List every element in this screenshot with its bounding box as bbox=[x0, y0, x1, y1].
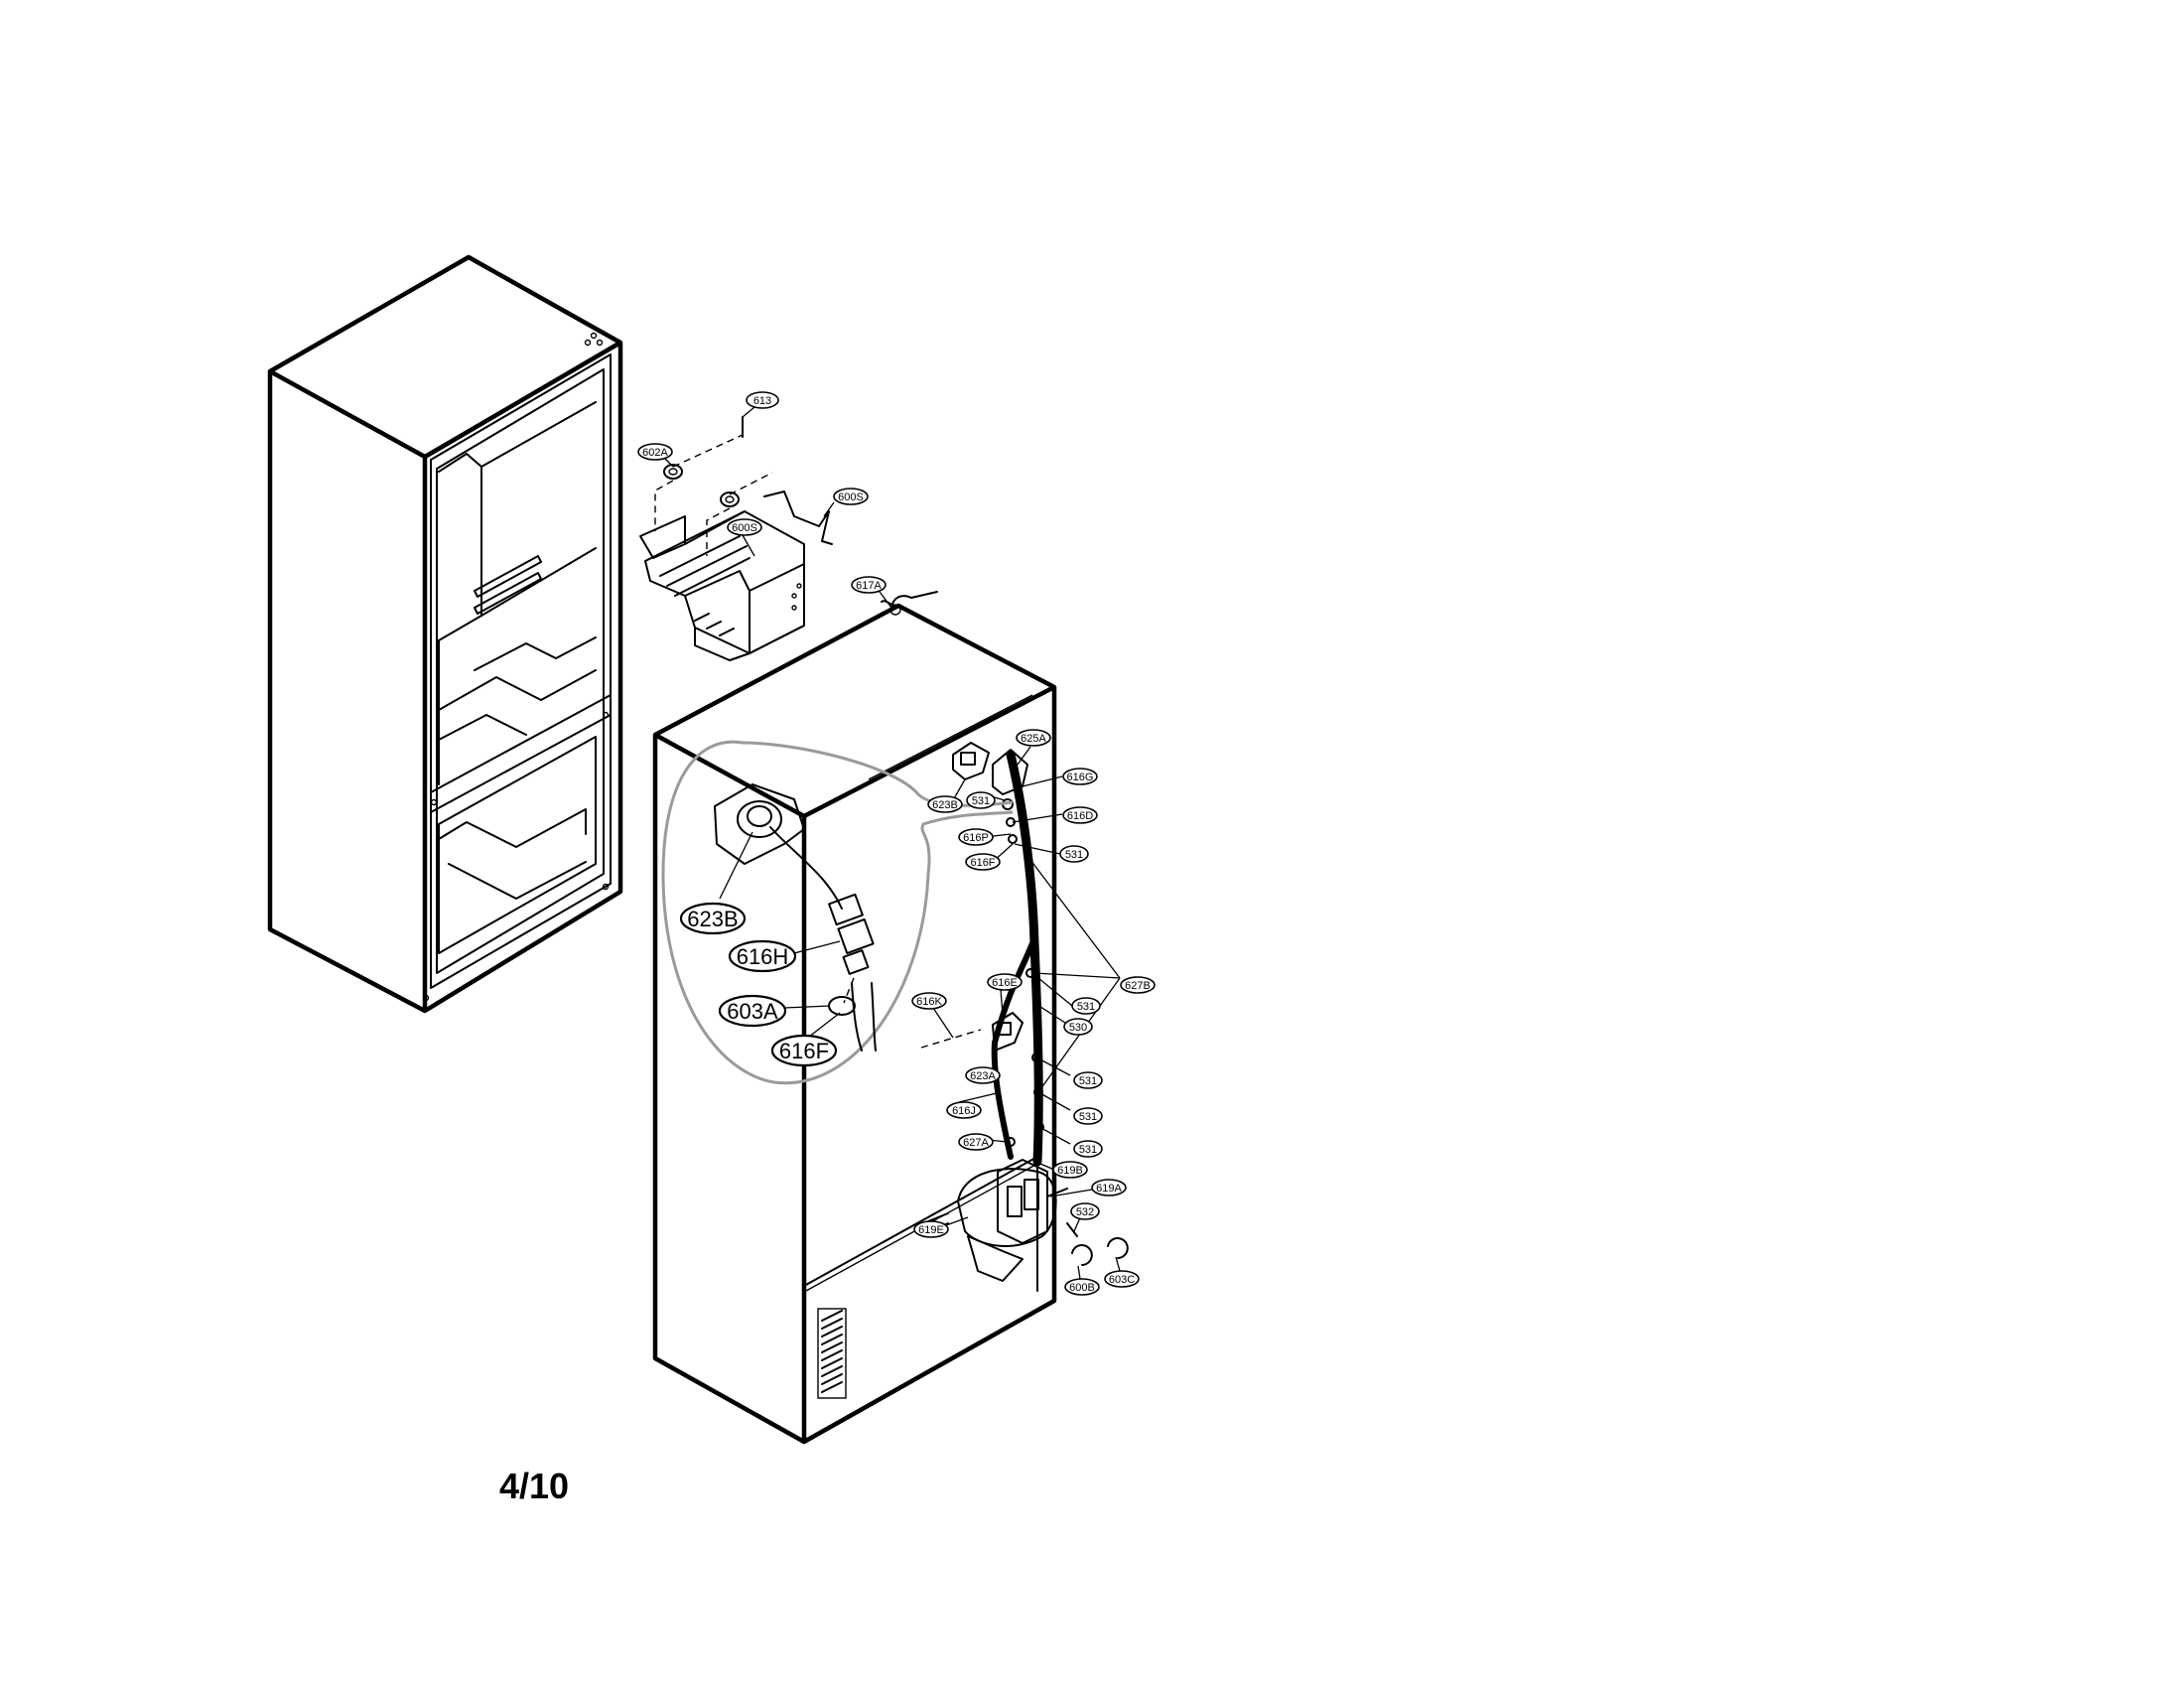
label-619b: 619B bbox=[1052, 1161, 1088, 1179]
label-603c: 603C bbox=[1104, 1270, 1140, 1288]
detail-callout bbox=[661, 740, 1014, 1085]
svg-text:616E: 616E bbox=[992, 977, 1018, 989]
svg-text:616H: 616H bbox=[737, 944, 789, 969]
label-600b: 600B bbox=[1064, 1278, 1100, 1296]
label-600s-b: 600S bbox=[727, 518, 762, 536]
label-531-e: 531 bbox=[1073, 1107, 1103, 1125]
label-625a: 625A bbox=[1016, 729, 1051, 747]
label-616g: 616G bbox=[1062, 768, 1098, 785]
page-number: 4/10 bbox=[499, 1466, 570, 1506]
svg-text:532: 532 bbox=[1076, 1206, 1094, 1218]
label-532: 532 bbox=[1070, 1202, 1100, 1220]
svg-text:531: 531 bbox=[1079, 1144, 1097, 1156]
label-616d: 616D bbox=[1062, 806, 1098, 824]
label-616f-small: 616F bbox=[965, 853, 1001, 871]
callout-label-616f: 616F bbox=[770, 1034, 838, 1067]
label-531-c: 531 bbox=[1071, 997, 1101, 1015]
svg-text:625A: 625A bbox=[1021, 733, 1046, 745]
svg-text:600S: 600S bbox=[732, 522, 757, 534]
svg-text:613: 613 bbox=[753, 395, 771, 407]
svg-text:623B: 623B bbox=[687, 907, 738, 931]
label-623a: 623A bbox=[965, 1066, 1001, 1084]
label-616j: 616J bbox=[946, 1101, 982, 1119]
vent-grille bbox=[817, 1308, 847, 1399]
svg-text:616D: 616D bbox=[1067, 810, 1093, 822]
svg-text:623B: 623B bbox=[932, 799, 958, 811]
svg-text:619E: 619E bbox=[918, 1224, 944, 1236]
svg-text:616F: 616F bbox=[970, 857, 995, 869]
label-531-d: 531 bbox=[1073, 1071, 1103, 1089]
label-600s: 600S bbox=[833, 488, 869, 505]
part-labels: 613 602A 600S 600S 617A 625A 616G 623B 5… bbox=[637, 391, 1156, 1296]
svg-text:600S: 600S bbox=[838, 492, 864, 503]
label-613: 613 bbox=[746, 391, 779, 409]
svg-text:603A: 603A bbox=[727, 999, 778, 1024]
label-616p: 616P bbox=[958, 828, 994, 846]
svg-text:531: 531 bbox=[1077, 1001, 1095, 1013]
svg-text:619B: 619B bbox=[1057, 1165, 1083, 1177]
callout-label-603a: 603A bbox=[718, 994, 787, 1028]
label-627b: 627B bbox=[1120, 976, 1156, 994]
callout-labels: 623B 616H 603A 616F bbox=[679, 902, 838, 1067]
label-602a: 602A bbox=[637, 443, 673, 461]
svg-text:600B: 600B bbox=[1069, 1282, 1095, 1294]
label-617a: 617A bbox=[851, 576, 887, 594]
label-531-f: 531 bbox=[1073, 1140, 1103, 1158]
svg-text:616K: 616K bbox=[916, 996, 942, 1008]
svg-text:616G: 616G bbox=[1067, 772, 1094, 783]
svg-text:627B: 627B bbox=[1125, 980, 1151, 992]
label-619e: 619E bbox=[913, 1220, 949, 1238]
label-530: 530 bbox=[1063, 1018, 1093, 1036]
svg-text:616P: 616P bbox=[963, 832, 989, 844]
label-623b-small: 623B bbox=[927, 795, 963, 813]
label-531-a: 531 bbox=[966, 791, 996, 809]
callout-label-616h: 616H bbox=[728, 939, 797, 973]
svg-text:616J: 616J bbox=[952, 1105, 976, 1117]
svg-text:530: 530 bbox=[1069, 1022, 1087, 1034]
label-619a: 619A bbox=[1091, 1179, 1127, 1196]
label-616k: 616K bbox=[911, 992, 947, 1010]
svg-text:531: 531 bbox=[972, 795, 990, 807]
refrigerator-cabinet-front bbox=[267, 254, 623, 1014]
refrigerator-cabinet-rear bbox=[652, 591, 1129, 1445]
svg-text:531: 531 bbox=[1065, 849, 1083, 861]
label-627a: 627A bbox=[958, 1133, 994, 1151]
svg-text:623A: 623A bbox=[970, 1070, 996, 1082]
svg-text:617A: 617A bbox=[856, 580, 882, 592]
leader-lines bbox=[664, 406, 1121, 1280]
svg-text:602A: 602A bbox=[642, 447, 668, 459]
svg-text:603C: 603C bbox=[1109, 1274, 1135, 1286]
svg-text:627A: 627A bbox=[963, 1137, 989, 1149]
icemaker-assembly bbox=[639, 416, 833, 661]
svg-text:619A: 619A bbox=[1096, 1183, 1122, 1195]
callout-label-623b: 623B bbox=[679, 902, 747, 935]
svg-text:531: 531 bbox=[1079, 1075, 1097, 1087]
svg-text:531: 531 bbox=[1079, 1111, 1097, 1123]
label-616e: 616E bbox=[987, 973, 1023, 991]
label-531-b: 531 bbox=[1059, 845, 1089, 863]
svg-text:616F: 616F bbox=[779, 1039, 829, 1063]
